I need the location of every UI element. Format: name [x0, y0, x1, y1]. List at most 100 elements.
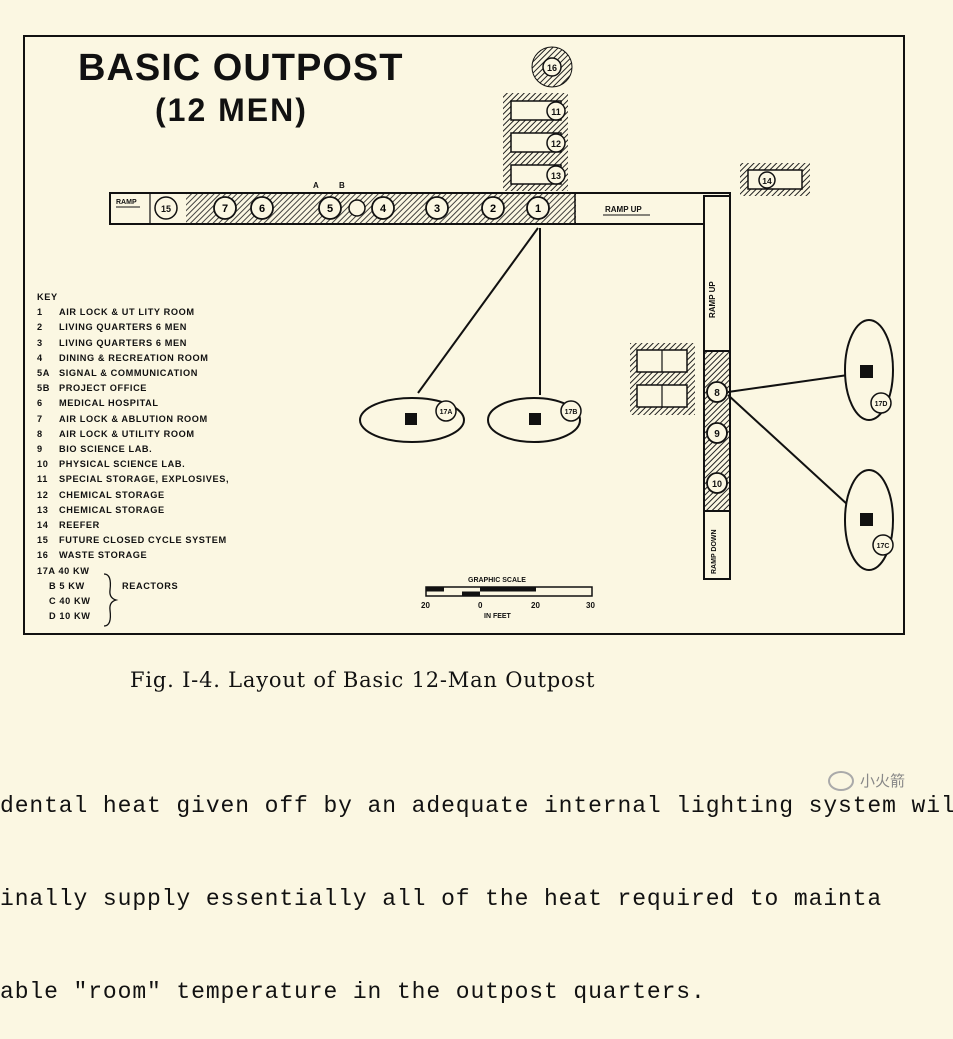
legend-item-text: SPECIAL STORAGE, EXPLOSIVES, — [59, 474, 230, 485]
legend-item-text: CHEMICAL STORAGE — [59, 489, 165, 500]
ramp-up-vertical-label: RAMP UP — [708, 281, 717, 318]
legend-item: 5B PROJECT OFFICE — [37, 381, 287, 396]
legend-item-text: AIR LOCK & ABLUTION ROOM — [59, 413, 208, 424]
legend-item: 10 PHYSICAL SCIENCE LAB. — [37, 457, 287, 472]
letter-b: B — [339, 181, 345, 190]
side-storage-block — [630, 343, 695, 415]
svg-text:2: 2 — [490, 203, 496, 215]
legend-item-num: 8 — [37, 428, 43, 439]
legend-item-num: 11 — [37, 474, 48, 485]
svg-text:17D: 17D — [875, 401, 888, 408]
svg-text:5: 5 — [327, 203, 333, 215]
legend-item-text: SIGNAL & COMMUNICATION — [59, 368, 198, 379]
legend-item-text: BIO SCIENCE LAB. — [59, 444, 153, 455]
svg-text:4: 4 — [380, 203, 387, 215]
ramp-left-label: RAMP — [116, 199, 137, 206]
legend-item: 12 CHEMICAL STORAGE — [37, 488, 287, 503]
legend-item-num: 6 — [37, 398, 43, 409]
svg-text:17C: 17C — [877, 543, 890, 550]
ramp-down-label: RAMP DOWN — [711, 529, 718, 574]
legend-item-num: 7 — [37, 413, 43, 424]
legend-item-text: CHEMICAL STORAGE — [59, 504, 165, 515]
graphic-scale: GRAPHIC SCALE 20 0 20 30 IN FEET — [421, 577, 595, 620]
svg-text:11: 11 — [551, 107, 561, 117]
legend-item-num: 5A — [37, 368, 50, 379]
legend-heading: KEY — [37, 292, 58, 302]
legend-item-num: 13 — [37, 504, 49, 515]
legend-item: 13 CHEMICAL STORAGE — [37, 503, 287, 518]
scale-unit: IN FEET — [484, 613, 512, 620]
svg-text:8: 8 — [714, 388, 720, 399]
legend-item-text: LIVING QUARTERS 6 MEN — [59, 322, 187, 333]
legend-item-num: 1 — [37, 307, 43, 318]
legend-item: 6 MEDICAL HOSPITAL — [37, 396, 287, 411]
figure-frame — [23, 35, 905, 635]
vertical-ramp-up — [703, 195, 731, 352]
legend-item-text: AIR LOCK & UT LITY ROOM — [59, 307, 195, 318]
legend-item-num: 16 — [37, 550, 49, 561]
legend-item: 4 DINING & RECREATION ROOM — [37, 351, 287, 366]
legend-item-num: 5B — [37, 383, 50, 394]
legend-item-num: 4 — [37, 352, 43, 363]
legend-item-text: FUTURE CLOSED CYCLE SYSTEM — [59, 535, 227, 546]
legend-item-text: MEDICAL HOSPITAL — [59, 398, 159, 409]
svg-text:1: 1 — [535, 203, 541, 215]
body-text: dental heat given off by an adequate int… — [0, 729, 953, 1039]
legend-item-text: PROJECT OFFICE — [59, 383, 148, 394]
svg-text:13: 13 — [551, 171, 561, 181]
scale-title: GRAPHIC SCALE — [468, 577, 526, 584]
legend-item-num: 3 — [37, 337, 43, 348]
scale-tick-4: 30 — [586, 601, 595, 610]
scale-tick-1: 20 — [421, 601, 430, 610]
letter-a: A — [313, 181, 319, 190]
svg-text:12: 12 — [551, 139, 561, 149]
body-text-line: dental heat given off by an adequate int… — [0, 793, 953, 819]
legend-item-text: DINING & RECREATION ROOM — [59, 352, 209, 363]
svg-text:9: 9 — [714, 429, 720, 440]
legend-item-num: 14 — [37, 520, 49, 531]
svg-text:14: 14 — [762, 176, 772, 186]
svg-text:16: 16 — [547, 63, 557, 73]
title-line2: (12 MEN) — [155, 92, 308, 128]
legend-item-text: LIVING QUARTERS 6 MEN — [59, 337, 187, 348]
svg-text:17B: 17B — [565, 409, 578, 416]
reactor-list: 17A 40 KW B 5 KW C 40 KW D 10 KW REACTOR… — [37, 564, 287, 625]
svg-text:10: 10 — [712, 479, 722, 489]
legend-item: 11 SPECIAL STORAGE, EXPLOSIVES, — [37, 472, 287, 487]
legend-item-num: 10 — [37, 459, 49, 470]
body-text-line: able "room" temperature in the outpost q… — [0, 979, 706, 1005]
corridor-rooms: 7 6 5 4 3 2 1 — [213, 196, 550, 220]
legend-item-num: 12 — [37, 489, 49, 500]
svg-text:17A: 17A — [440, 409, 453, 416]
chat-bubble-icon — [828, 770, 854, 791]
legend-item: 3 LIVING QUARTERS 6 MEN — [37, 336, 287, 351]
reactor-item: C 40 KW — [49, 596, 91, 607]
legend-item: 1 AIR LOCK & UT LITY ROOM — [37, 305, 287, 320]
watermark: 小火箭 — [828, 770, 905, 791]
legend-item-text: PHYSICAL SCIENCE LAB. — [59, 459, 186, 470]
reactor-17a: 17A — [359, 397, 465, 443]
outpost-layout-diagram: BASIC OUTPOST (12 MEN) 16 11 12 13 14 RA… — [23, 35, 905, 635]
reactor-item: D 10 KW — [49, 611, 91, 622]
title-line1: BASIC OUTPOST — [78, 47, 403, 89]
unit-14-reefer: 14 — [740, 163, 810, 196]
reactor-item: 17A 40 KW — [37, 565, 90, 576]
watermark-text: 小火箭 — [860, 773, 906, 790]
reactor-cables — [417, 227, 849, 506]
legend-item-text: WASTE STORAGE — [59, 550, 148, 561]
scale-tick-2: 0 — [478, 601, 483, 610]
legend-item: 7 AIR LOCK & ABLUTION ROOM — [37, 412, 287, 427]
svg-text:7: 7 — [222, 203, 228, 215]
body-text-line: inally supply essentially all of the hea… — [0, 886, 883, 912]
reactor-brace — [103, 573, 119, 627]
vertical-wing: 8 9 10 — [703, 350, 731, 580]
unit-15: 15 — [154, 196, 178, 220]
figure-caption: Fig. I-4. Layout of Basic 12-Man Outpost — [130, 668, 596, 692]
legend-item: 16 WASTE STORAGE — [37, 548, 287, 563]
